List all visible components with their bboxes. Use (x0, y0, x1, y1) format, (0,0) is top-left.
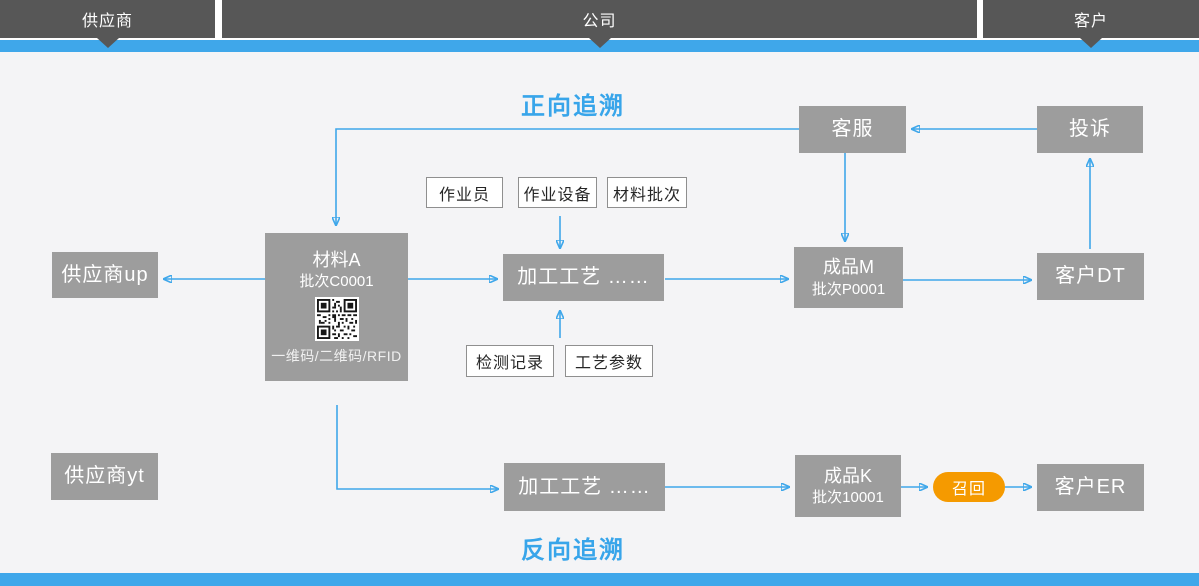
product-m-batch: 批次P0001 (811, 280, 886, 298)
node-supplier-up: 供应商up (52, 252, 158, 298)
header-bar-customer: 客户 (983, 0, 1199, 38)
pointer-triangle-supplier (97, 38, 119, 48)
node-process-top: 加工工艺 …… (503, 254, 664, 301)
node-supplier-yt: 供应商yt (51, 453, 158, 500)
material-a-name: 材料A (312, 249, 361, 270)
header-bar-supplier: 供应商 (0, 0, 215, 38)
product-k-name: 成品K (823, 465, 872, 486)
pointer-triangle-company (589, 38, 611, 48)
material-a-code-caption: 一维码/二维码/RFID (271, 348, 402, 365)
header-label-customer: 客户 (1073, 13, 1108, 30)
header-bar-company: 公司 (222, 0, 977, 38)
pointer-triangle-customer (1080, 38, 1102, 48)
tag-inspection-record: 检测记录 (466, 345, 554, 377)
node-product-m: 成品M 批次P0001 (794, 247, 903, 308)
arrow-material-to-process-bottom (336, 405, 497, 489)
qr-code (314, 297, 359, 342)
node-process-bottom: 加工工艺 …… (504, 463, 665, 511)
forward-trace-title: 正向追溯 (521, 93, 625, 120)
tag-equipment: 作业设备 (518, 177, 597, 208)
bottom-accent-bar (0, 573, 1199, 586)
arrow-service-to-material (336, 128, 799, 224)
header-label-supplier: 供应商 (81, 13, 133, 30)
node-material-a: 材料A 批次C0001 (265, 233, 408, 381)
backward-trace-title: 反向追溯 (521, 537, 625, 564)
node-customer-dt: 客户DT (1037, 253, 1144, 300)
node-complaint: 投诉 (1037, 106, 1143, 153)
node-customer-service: 客服 (799, 106, 906, 153)
product-m-name: 成品M (823, 257, 874, 278)
node-customer-er: 客户ER (1037, 464, 1144, 511)
product-k-batch: 批次10001 (812, 489, 884, 507)
recall-badge: 召回 (933, 472, 1005, 502)
tag-process-params: 工艺参数 (565, 345, 653, 377)
tag-operator: 作业员 (426, 177, 503, 208)
material-a-batch: 批次C0001 (299, 273, 374, 291)
header-label-company: 公司 (582, 13, 617, 30)
tag-material-batch: 材料批次 (607, 177, 687, 208)
node-product-k: 成品K 批次10001 (795, 455, 901, 517)
